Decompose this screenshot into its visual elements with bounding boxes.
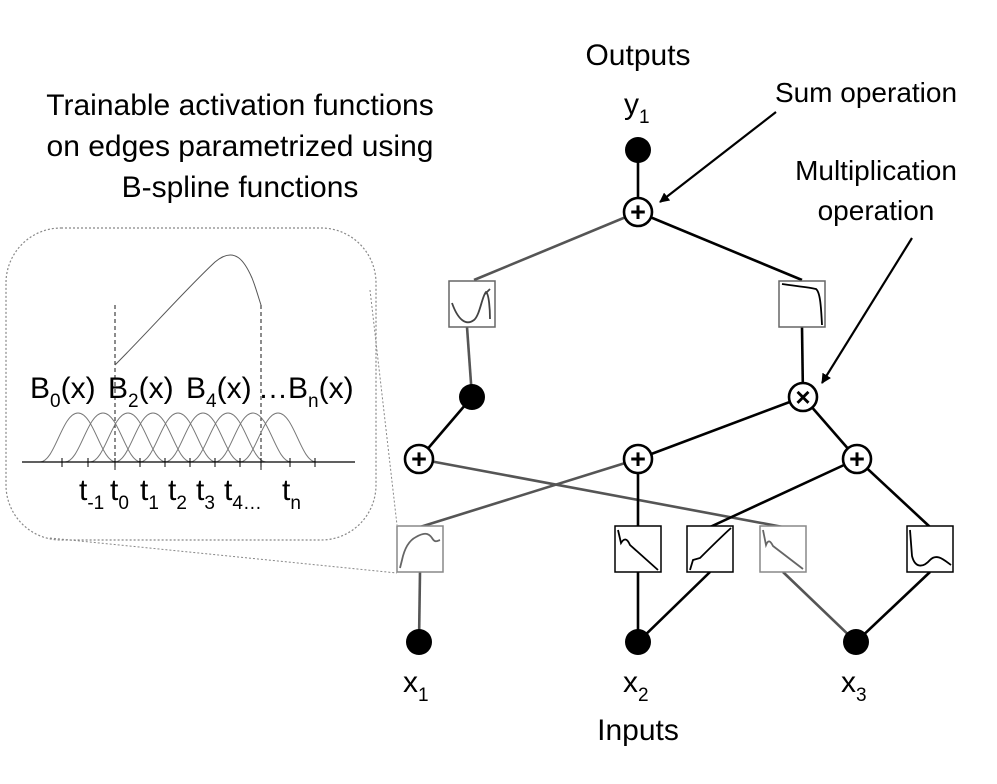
activation-box-top-right bbox=[778, 280, 826, 328]
activation-box-bottom-4 bbox=[759, 525, 807, 573]
basis-label-b0: B0(x) bbox=[30, 372, 96, 412]
multiply-node: × bbox=[787, 381, 819, 413]
input-node-x2 bbox=[625, 629, 651, 655]
zoom-line-bottom bbox=[49, 537, 398, 574]
zoom-line-top bbox=[369, 289, 398, 526]
svg-text:×: × bbox=[795, 382, 810, 412]
network-edges bbox=[417, 150, 931, 643]
input-label-x3: x3 bbox=[841, 666, 867, 706]
knot-label-t-1: t-1 bbox=[79, 474, 104, 514]
basis-functions bbox=[39, 412, 317, 463]
knot-ticks bbox=[61, 458, 316, 467]
hidden-node-left bbox=[459, 384, 485, 410]
multiplication-arrow bbox=[821, 237, 913, 384]
activation-box-top-left bbox=[448, 280, 496, 328]
trainable-caption-line2: on edges parametrized using bbox=[47, 130, 434, 163]
knot-label-tn: tn bbox=[282, 474, 301, 514]
basis-label-bn: …Bn(x) bbox=[258, 372, 354, 412]
activation-box-bottom-1 bbox=[396, 525, 444, 573]
knot-label-t4: t4… bbox=[224, 474, 262, 514]
knot-label-t3: t3 bbox=[196, 474, 215, 514]
input-node-x3 bbox=[843, 629, 869, 655]
multiplication-label-line2: operation bbox=[818, 195, 935, 226]
sum-node-top: + bbox=[622, 196, 654, 228]
basis-label-b2: B2(x) bbox=[108, 372, 174, 412]
inputs-heading: Inputs bbox=[597, 714, 679, 747]
trainable-caption-line3: B-spline functions bbox=[122, 171, 359, 204]
sum-operation-label: Sum operation bbox=[775, 77, 957, 108]
input-node-x1 bbox=[406, 629, 432, 655]
outputs-heading: Outputs bbox=[585, 39, 690, 72]
sum-operation-arrow bbox=[659, 111, 777, 203]
trainable-caption-line1: Trainable activation functions bbox=[46, 89, 433, 122]
activation-box-bottom-2 bbox=[614, 525, 662, 573]
bspline-inset: B0(x) B2(x) B4(x) …Bn(x) t-1 t0 t1 t2 t3… bbox=[5, 227, 398, 574]
inset-border bbox=[5, 227, 377, 541]
knot-label-t1: t1 bbox=[140, 474, 159, 514]
input-label-x2: x2 bbox=[623, 666, 649, 706]
svg-text:+: + bbox=[630, 444, 646, 474]
activation-box-bottom-3 bbox=[686, 525, 734, 573]
spline-curve bbox=[114, 254, 262, 366]
sum-node-middle: + bbox=[622, 443, 654, 475]
svg-text:+: + bbox=[630, 197, 646, 227]
output-node-y1 bbox=[625, 137, 651, 163]
svg-text:+: + bbox=[849, 444, 865, 474]
sum-node-right: + bbox=[841, 443, 873, 475]
svg-text:+: + bbox=[411, 444, 427, 474]
knot-label-t2: t2 bbox=[168, 474, 187, 514]
basis-label-b4: B4(x) bbox=[186, 372, 252, 412]
knot-label-t0: t0 bbox=[110, 474, 129, 514]
output-label-y1: y1 bbox=[624, 88, 650, 128]
input-label-x1: x1 bbox=[403, 666, 429, 706]
multiplication-label-line1: Multiplication bbox=[795, 155, 957, 186]
sum-node-left: + bbox=[403, 443, 435, 475]
activation-box-bottom-5 bbox=[906, 525, 954, 573]
